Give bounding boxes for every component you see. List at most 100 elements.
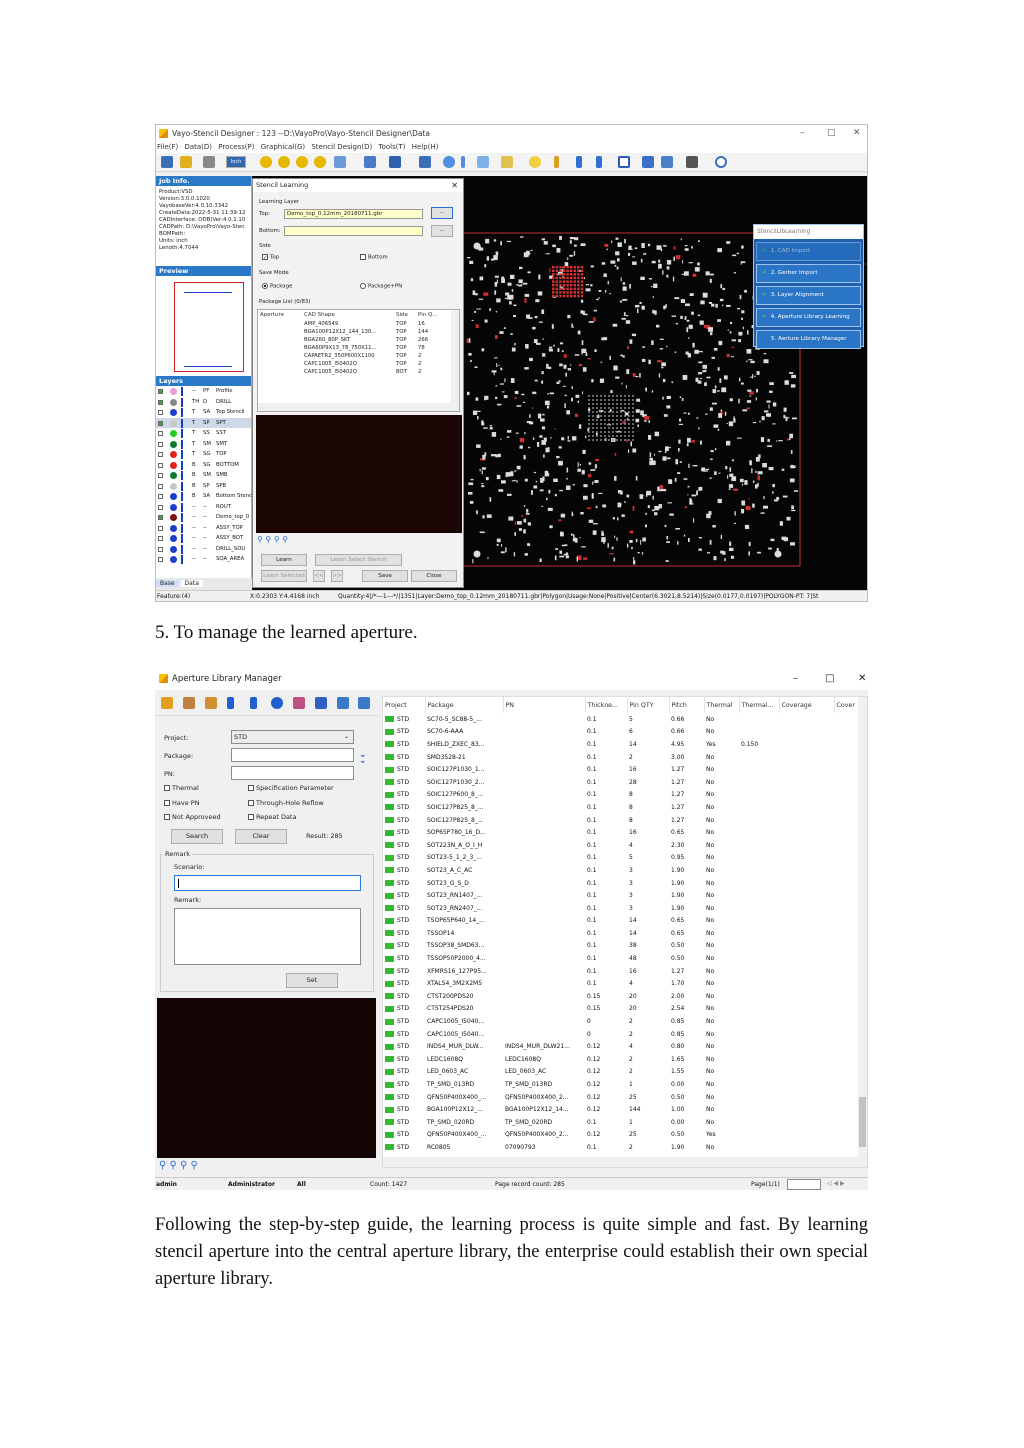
light-icon[interactable] <box>529 156 541 168</box>
side-bottom-checkbox[interactable]: Bottom <box>360 254 388 262</box>
layer-color-icon[interactable] <box>170 440 177 448</box>
clear-button[interactable]: Clear <box>235 829 287 844</box>
maximize-icon[interactable]: □ <box>827 128 836 138</box>
save-button[interactable]: Save <box>362 570 408 582</box>
arrow-up-icon[interactable] <box>576 156 582 168</box>
layer-color-icon[interactable] <box>170 556 177 563</box>
layer-color-icon[interactable] <box>170 451 177 458</box>
line-icon[interactable] <box>477 156 489 168</box>
learn-selected-button[interactable]: Learn Selected <box>261 570 307 582</box>
layer-color-icon[interactable] <box>170 535 177 542</box>
project-select[interactable]: STD ⌄ <box>231 730 354 744</box>
spec-param-checkbox[interactable]: Specification Parameter <box>248 784 334 792</box>
col-side[interactable]: Side <box>396 312 408 318</box>
package-list-hscroll[interactable] <box>258 403 459 411</box>
zoom-fit-icon[interactable] <box>296 156 308 168</box>
have-pn-checkbox[interactable]: Have PN <box>164 799 200 807</box>
layer-row[interactable]: ----ROUT <box>156 502 251 513</box>
top-browse-button[interactable]: ... <box>431 207 453 219</box>
layer-icon[interactable] <box>389 156 401 168</box>
arrow-down-icon[interactable] <box>227 697 234 709</box>
step-item[interactable]: ✔3. Layer Alignment <box>756 286 861 305</box>
aperture-grid[interactable]: Project Package PN Thickne... Pin QTY Pi… <box>382 696 868 1168</box>
zoom-window-icon[interactable] <box>314 156 326 168</box>
step-item[interactable]: 5. Aerture Library Manager <box>756 330 861 349</box>
page-nav-icon[interactable]: ◁ ◀ ▶ <box>827 1180 845 1187</box>
scenario-input[interactable] <box>174 875 361 891</box>
sphere-icon[interactable] <box>443 156 455 168</box>
grid-vscroll[interactable] <box>858 697 867 1159</box>
layer-color-icon[interactable] <box>170 503 177 511</box>
layer-color-icon[interactable] <box>170 409 177 416</box>
set-button[interactable]: Set <box>286 973 338 988</box>
zoom-in-icon[interactable]: ⚲ <box>159 1160 167 1171</box>
menu-process[interactable]: Process(P) <box>218 143 255 151</box>
stencil-icon[interactable] <box>661 156 673 168</box>
layer-color-icon[interactable] <box>170 545 177 553</box>
zoom-window-icon[interactable]: ⚲ <box>190 1160 198 1171</box>
dialog-close-icon[interactable]: ✕ <box>451 181 458 190</box>
open-icon[interactable] <box>180 156 192 168</box>
grid-vscroll-thumb[interactable] <box>859 1097 866 1147</box>
pn-input[interactable] <box>231 766 354 780</box>
layer-color-icon[interactable] <box>170 514 177 521</box>
layer-color-icon[interactable] <box>170 493 177 500</box>
measure-icon[interactable] <box>461 156 465 168</box>
layer-color-icon[interactable] <box>170 524 177 532</box>
menu-file[interactable]: File(F) <box>157 143 179 151</box>
close-icon[interactable]: ✕ <box>858 673 867 684</box>
col-thermal[interactable]: Thermal <box>704 697 740 713</box>
col-coverage[interactable]: Coverage <box>779 697 835 713</box>
grid-icon[interactable] <box>364 156 376 168</box>
search-button[interactable]: Search <box>171 829 223 844</box>
minimize-icon[interactable]: – <box>793 673 798 684</box>
zoom-out-icon[interactable] <box>278 156 290 168</box>
export-icon[interactable] <box>337 697 349 709</box>
col-cad-shape[interactable]: CAD Shape <box>304 312 335 318</box>
rectangle-icon[interactable] <box>618 156 630 168</box>
zoom-fit-icon[interactable]: ⚲ <box>180 1160 188 1171</box>
maximize-icon[interactable]: □ <box>825 673 835 684</box>
zoom-out-icon[interactable]: ⚲ <box>265 535 272 544</box>
zoom-fit-icon[interactable]: ⚲ <box>273 535 280 544</box>
layer-visible-checkbox[interactable] <box>158 410 163 415</box>
layer-visible-checkbox[interactable] <box>158 473 163 478</box>
col-thickness[interactable]: Thickne... <box>585 697 628 713</box>
col-project[interactable]: Project <box>383 697 426 713</box>
add-icon[interactable] <box>271 697 283 709</box>
snap-icon[interactable] <box>501 156 513 168</box>
top-layer-field[interactable]: Demo_top_0.12mm_20180711.gbr <box>284 209 423 219</box>
col-pn[interactable]: PN <box>503 697 586 713</box>
through-hole-checkbox[interactable]: Through-Hole Reflow <box>248 799 324 807</box>
layer-visible-checkbox[interactable] <box>158 525 163 531</box>
tab-data[interactable]: Data <box>180 580 203 587</box>
repeat-data-checkbox[interactable]: Repeat Data <box>248 813 296 821</box>
layer-visible-checkbox[interactable] <box>158 462 163 468</box>
step-item[interactable]: ✔4. Aperture Library Learning <box>756 308 861 327</box>
zoom-in-icon[interactable] <box>260 156 272 168</box>
